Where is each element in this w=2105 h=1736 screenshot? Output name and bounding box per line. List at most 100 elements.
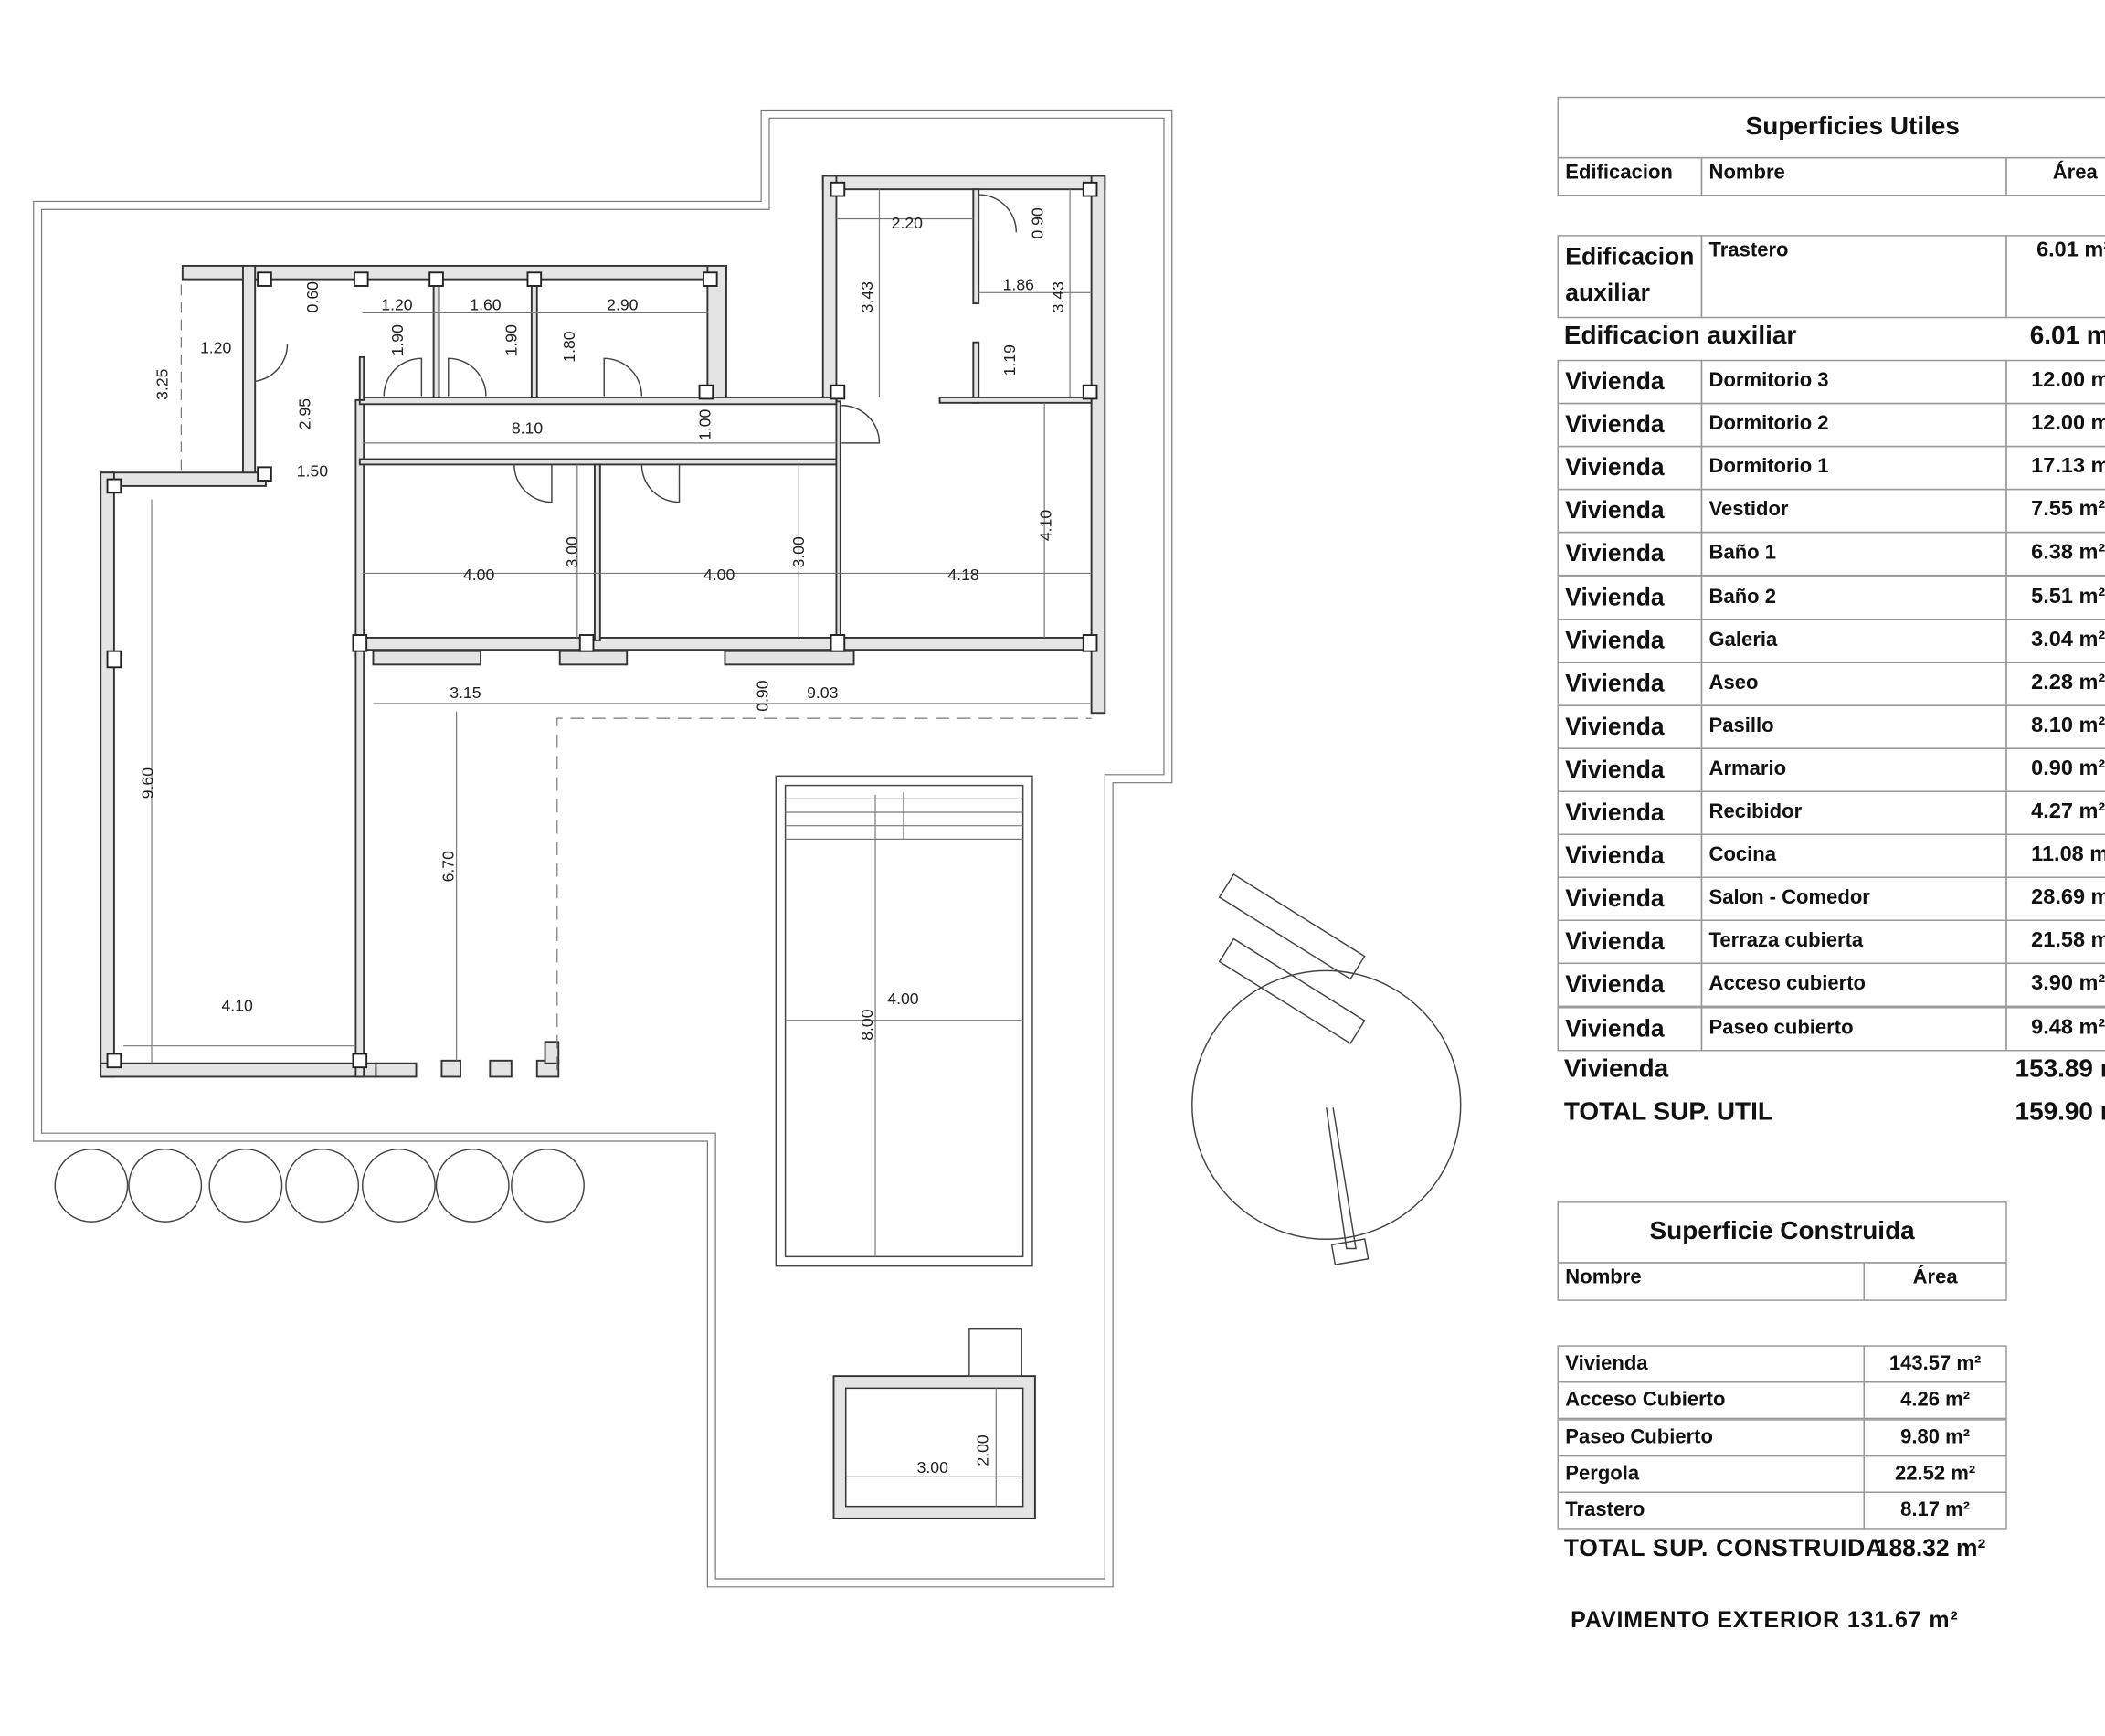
dim-label: 3.00: [917, 1458, 949, 1477]
header-edificacion: Edificacion: [1557, 156, 1703, 196]
row-edificacion: Vivienda: [1557, 575, 1703, 620]
row-area: 9.48 m²: [2005, 1006, 2105, 1051]
row-nombre: Cocina: [1700, 833, 2007, 879]
row-edificacion: Vivienda: [1557, 359, 1703, 405]
row-nombre: Terraza cubierta: [1700, 919, 2007, 965]
aux-edificacion: Edificacion auxiliar: [1557, 235, 1703, 319]
row-nombre: Dormitorio 2: [1700, 402, 2007, 448]
row-area: 7.55 m²: [2005, 489, 2105, 534]
row-nombre: Salon - Comedor: [1700, 876, 2007, 922]
dim-label: 2.20: [892, 214, 924, 232]
aux-area: 6.01 m²: [2005, 235, 2105, 319]
row-area: 4.27 m²: [2005, 790, 2105, 835]
row-edificacion: Vivienda: [1557, 446, 1703, 491]
header-area: Área: [1863, 1262, 2007, 1301]
row-nombre: Armario: [1700, 747, 2007, 792]
trees-row: [54, 1149, 585, 1223]
row-nombre: Vivienda: [1557, 1345, 1865, 1383]
doors: [255, 194, 1018, 1418]
row-edificacion: Vivienda: [1557, 618, 1703, 663]
plot-boundary: [33, 109, 1173, 1588]
row-area: 3.04 m²: [2005, 618, 2105, 663]
row-area: 143.57 m²: [1863, 1345, 2007, 1383]
storage-building: [832, 1328, 1036, 1519]
dim-label: 0.90: [753, 680, 771, 712]
row-edificacion: Vivienda: [1557, 790, 1703, 835]
dim-label: 9.03: [807, 683, 839, 702]
grand-total-area: 159.90 m²: [2015, 1097, 2105, 1127]
dim-label: 2.90: [607, 295, 639, 313]
row-area: 11.08 m²: [2005, 833, 2105, 879]
swimming-pool: [775, 775, 1033, 1267]
row-nombre: Paseo Cubierto: [1557, 1418, 1865, 1456]
dim-label: 3.43: [858, 281, 876, 313]
dim-label: 1.60: [470, 295, 502, 313]
row-area: 3.90 m²: [2005, 963, 2105, 1008]
row-area: 0.90 m²: [2005, 747, 2105, 792]
row-edificacion: Vivienda: [1557, 1006, 1703, 1051]
table-title: Superficie Construida: [1557, 1201, 2007, 1264]
dim-label: 3.25: [153, 368, 172, 400]
row-nombre: Trastero: [1557, 1491, 1865, 1530]
row-area: 12.00 m²: [2005, 402, 2105, 448]
header-nombre: Nombre: [1557, 1262, 1865, 1301]
pillars: [106, 181, 1098, 1069]
dim-label: 1.20: [381, 295, 413, 313]
row-nombre: Aseo: [1700, 661, 2007, 706]
dim-label: 4.18: [947, 566, 979, 584]
dimension-lines: [123, 189, 1092, 1071]
dim-label: 1.20: [200, 338, 232, 356]
table-title: Superficies Utiles: [1557, 96, 2105, 159]
row-nombre: Galeria: [1700, 618, 2007, 663]
dim-label: 8.00: [858, 1009, 876, 1041]
dim-label: 1.50: [297, 462, 329, 481]
row-edificacion: Vivienda: [1557, 919, 1703, 965]
vivienda-total-label: Vivienda: [1563, 1054, 1669, 1084]
dim-label: 3.00: [563, 536, 581, 568]
dim-label: 3.43: [1049, 281, 1067, 313]
dim-label: 1.00: [695, 408, 714, 440]
aux-nombre: Trastero: [1700, 235, 2007, 319]
row-area: 5.51 m²: [2005, 575, 2105, 620]
dim-label: 2.00: [973, 1434, 991, 1466]
dim-label: 9.60: [139, 767, 157, 799]
dim-label: 1.80: [560, 331, 578, 363]
aux-total-label: Edificacion auxiliar: [1563, 322, 1797, 351]
dim-label: 1.86: [1003, 275, 1035, 293]
row-area: 21.58 m²: [2005, 919, 2105, 965]
dim-label: 0.60: [303, 281, 322, 313]
row-area: 4.26 m²: [1863, 1381, 2007, 1420]
dim-label: 0.90: [1029, 207, 1047, 239]
row-edificacion: Vivienda: [1557, 876, 1703, 922]
row-nombre: Vestidor: [1700, 489, 2007, 534]
row-edificacion: Vivienda: [1557, 963, 1703, 1008]
dim-label: 3.00: [789, 536, 808, 568]
row-area: 28.69 m²: [2005, 876, 2105, 922]
dim-label: 4.00: [703, 566, 735, 584]
row-edificacion: Vivienda: [1557, 833, 1703, 879]
dim-label: 4.10: [221, 996, 253, 1014]
row-edificacion: Vivienda: [1557, 489, 1703, 534]
row-area: 8.17 m²: [1863, 1491, 2007, 1530]
dim-label: 4.00: [887, 990, 919, 1008]
dim-label: 8.10: [512, 419, 544, 438]
row-nombre: Pergola: [1557, 1455, 1865, 1493]
row-nombre: Pasillo: [1700, 704, 2007, 749]
row-nombre: Recibidor: [1700, 790, 2007, 835]
grand-total-label: TOTAL SUP. UTIL: [1563, 1097, 1773, 1127]
row-nombre: Dormitorio 1: [1700, 446, 2007, 491]
row-nombre: Baño 1: [1700, 532, 2007, 577]
row-nombre: Dormitorio 3: [1700, 359, 2007, 405]
vivienda-total-area: 153.89 m²: [2015, 1054, 2105, 1084]
row-area: 2.28 m²: [2005, 661, 2105, 706]
header-nombre: Nombre: [1700, 156, 2007, 196]
construida-total-label: TOTAL SUP. CONSTRUIDA: [1563, 1534, 1884, 1561]
construida-total-area: 188.32 m²: [1875, 1534, 1986, 1561]
house-walls: [100, 175, 1106, 1078]
row-area: 9.80 m²: [1863, 1418, 2007, 1456]
row-nombre: Acceso cubierto: [1700, 963, 2007, 1008]
dim-label: 1.90: [388, 324, 407, 356]
row-edificacion: Vivienda: [1557, 704, 1703, 749]
header-area: Área: [2005, 156, 2105, 196]
